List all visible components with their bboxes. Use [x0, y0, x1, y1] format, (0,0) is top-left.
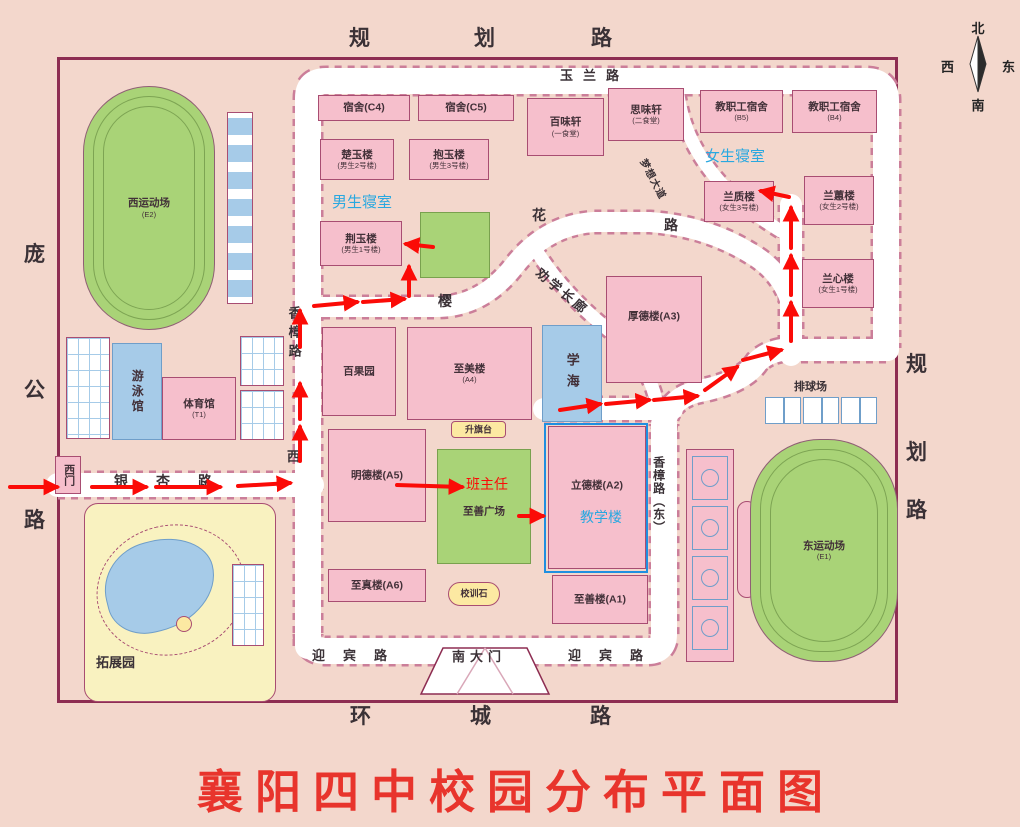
compass: 北 南 西 东 [938, 18, 1018, 114]
road-panggong-1: 庞 [24, 243, 45, 266]
teaching-building-highlight-box [544, 423, 648, 573]
map-title: 襄阳四中校园分布平面图 [197, 766, 835, 818]
road-guihua-top-1: 规 [349, 27, 370, 50]
compass-west-label: 西 [941, 59, 955, 75]
compass-north-label: 北 [971, 21, 985, 36]
road-huancheng-1: 环 [350, 705, 371, 728]
road-panggong-3: 路 [24, 509, 45, 532]
campus-boundary [57, 57, 898, 703]
road-guihua-top-2: 划 [474, 27, 495, 50]
compass-east-label: 东 [1001, 59, 1015, 75]
compass-needle-icon [969, 35, 987, 93]
road-guihua-right-1: 规 [906, 353, 927, 376]
road-guihua-right-2: 划 [906, 441, 927, 464]
compass-south-label: 南 [971, 98, 985, 113]
road-huancheng-3: 路 [590, 705, 611, 728]
road-panggong-2: 公 [24, 379, 45, 402]
road-huancheng-2: 城 [470, 705, 491, 728]
road-guihua-right-3: 路 [906, 499, 927, 522]
road-guihua-top-3: 路 [591, 27, 612, 50]
